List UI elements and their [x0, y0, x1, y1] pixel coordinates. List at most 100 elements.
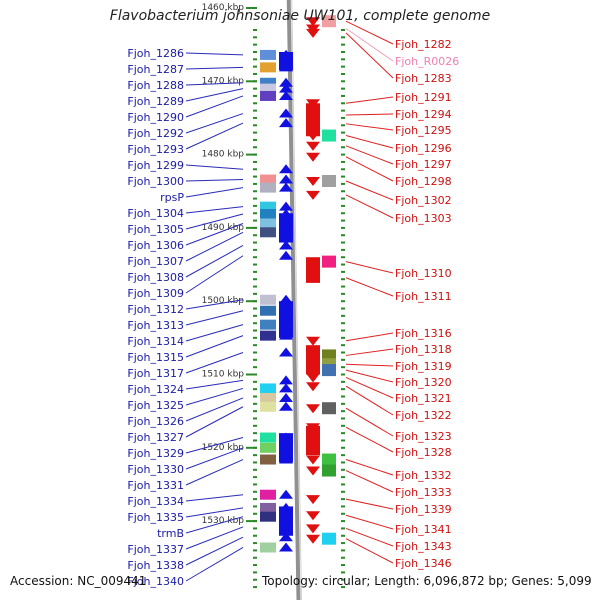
left-gene-label: Fjoh_1338 — [127, 559, 184, 572]
left-leader-line — [185, 82, 244, 86]
left-tick — [253, 248, 257, 251]
right-leader-line — [345, 376, 394, 399]
right-gene-arrow — [306, 141, 320, 151]
scale-label: 1530 kbp — [202, 516, 245, 526]
left-gene-arrow — [279, 392, 293, 402]
right-tick — [341, 512, 345, 515]
left-leader-line — [185, 397, 244, 422]
left-gene-label: Fjoh_1329 — [127, 447, 184, 460]
left-tick — [253, 138, 257, 141]
right-gene-body — [306, 345, 320, 375]
left-gene-block — [260, 174, 276, 185]
left-tick — [253, 102, 257, 105]
map-title: Flavobacterium johnsoniae UW101, complet… — [109, 8, 491, 24]
left-leader-line — [185, 406, 244, 438]
right-leader-line — [345, 113, 394, 116]
left-gene-block — [260, 227, 276, 238]
right-tick — [341, 190, 345, 193]
left-gene-label: Fjoh_1315 — [127, 351, 184, 364]
left-tick — [253, 483, 257, 486]
right-tick — [341, 241, 345, 244]
left-gene-label: Fjoh_1304 — [127, 207, 184, 220]
right-tick — [341, 87, 345, 90]
left-tick — [253, 512, 257, 515]
right-gene-block — [322, 453, 336, 466]
left-tick — [253, 461, 257, 464]
left-gene-block — [260, 208, 276, 219]
left-tick — [253, 454, 257, 457]
left-tick — [253, 36, 257, 39]
left-gene-label: Fjoh_1290 — [127, 111, 184, 124]
right-tick — [341, 505, 345, 508]
right-gene-label: Fjoh_1319 — [395, 360, 452, 373]
right-gene-arrow — [306, 524, 320, 534]
left-gene-arrow — [279, 182, 293, 192]
left-leader-line — [185, 213, 244, 230]
right-gene-arrow — [306, 404, 320, 414]
scale-label-bg — [194, 294, 246, 306]
right-gene-label: Fjoh_1310 — [395, 267, 452, 280]
right-leader-line — [345, 180, 394, 201]
left-leader-line — [185, 459, 244, 486]
right-gene-arrow — [306, 495, 320, 505]
right-tick — [341, 160, 345, 163]
right-tick — [341, 527, 345, 530]
left-gene-label: Fjoh_1324 — [127, 383, 184, 396]
left-tick — [253, 263, 257, 266]
scale-label: 1510 kbp — [202, 370, 245, 380]
left-gene-label: rpsP — [160, 191, 184, 204]
left-tick — [253, 476, 257, 479]
right-tick — [341, 534, 345, 537]
left-tick — [253, 50, 257, 53]
right-tick — [341, 388, 345, 391]
left-gene-label: Fjoh_1340 — [127, 575, 184, 588]
left-gene-block — [260, 489, 276, 500]
gene-bodies — [279, 51, 320, 536]
right-tick — [341, 461, 345, 464]
right-tick — [341, 498, 345, 501]
right-tick — [341, 556, 345, 559]
right-tick — [341, 153, 345, 156]
left-gene-block — [260, 49, 276, 60]
right-tick — [341, 72, 345, 75]
right-leader-line — [345, 514, 394, 530]
right-gene-label: Fjoh_1316 — [395, 327, 452, 340]
right-tick — [341, 146, 345, 149]
left-gene-arrow — [279, 240, 293, 250]
left-gene-label: Fjoh_1307 — [127, 255, 184, 268]
left-leader-line — [185, 437, 244, 454]
left-gene-label: Fjoh_1288 — [127, 79, 184, 92]
right-gene-label: Fjoh_1311 — [395, 290, 452, 303]
right-tick — [341, 520, 345, 523]
left-gene-label: Fjoh_1306 — [127, 239, 184, 252]
right-tick — [341, 168, 345, 171]
right-gene-label: Fjoh_1341 — [395, 523, 452, 536]
right-gene-body — [306, 103, 320, 137]
right-gene-arrow — [306, 336, 320, 346]
left-leader-line — [185, 387, 244, 406]
right-gene-arrow — [306, 176, 320, 186]
left-gene-arrow — [279, 77, 293, 87]
left-tick — [253, 439, 257, 442]
right-gene-label: Fjoh_1333 — [395, 486, 452, 499]
right-leader-line — [345, 459, 394, 476]
backbone-group — [286, 0, 302, 600]
right-gene-block — [322, 364, 336, 377]
left-leader-line — [185, 352, 244, 374]
right-leader-line — [345, 123, 394, 131]
left-gene-block — [260, 330, 276, 341]
genome-summary: Topology: circular; Length: 6,096,872 bp… — [262, 574, 592, 588]
left-tick — [253, 182, 257, 185]
left-tick — [253, 388, 257, 391]
left-leader-line — [185, 66, 244, 70]
right-gene-label: Fjoh_1343 — [395, 540, 452, 553]
left-gene-arrow — [279, 383, 293, 393]
left-tick — [253, 175, 257, 178]
left-tick — [253, 234, 257, 237]
right-leader-line — [345, 156, 394, 182]
right-tick — [341, 226, 345, 229]
left-gene-label: Fjoh_1331 — [127, 479, 184, 492]
left-tick — [253, 366, 257, 369]
right-leader-line — [345, 407, 394, 437]
